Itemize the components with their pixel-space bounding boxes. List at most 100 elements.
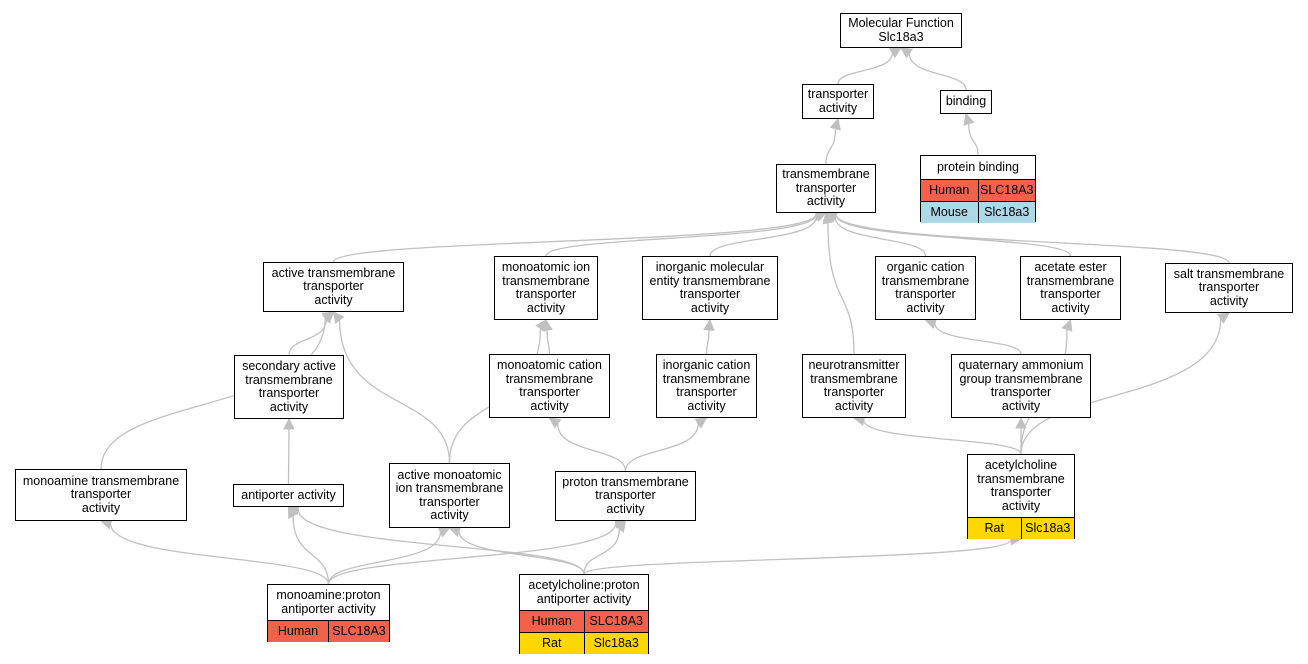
node-transporter_activity[interactable]: transporter activity	[802, 84, 874, 119]
node-protein_binding[interactable]: protein binding Human SLC18A3 Mouse Slc1…	[920, 155, 1036, 223]
node-active_transmembrane[interactable]: active transmembrane transporter activit…	[263, 262, 404, 312]
edge-transmembrane_transporter-to-transporter_activity	[825, 128, 837, 165]
node-label: organic cation transmembrane transporter…	[881, 260, 970, 315]
edge-monoamine_proton-to-monoamine_transmembrane	[109, 523, 330, 585]
species-cell: Human	[520, 611, 584, 632]
node-label: monoatomic ion transmembrane transporter…	[501, 260, 591, 315]
node-antiporter[interactable]: antiporter activity	[233, 484, 344, 507]
edge-arrowhead	[900, 47, 913, 59]
edge-monoamine_proton-to-antiporter	[292, 515, 330, 585]
node-label: proton transmembrane transporter activit…	[562, 474, 689, 516]
node-secondary_active[interactable]: secondary active transmembrane transport…	[234, 355, 344, 419]
edge-secondary_active-to-active_transmembrane	[288, 318, 327, 356]
edge-arrowhead	[283, 417, 295, 430]
node-monoatomic_ion[interactable]: monoatomic ion transmembrane transporter…	[494, 256, 598, 320]
node-label: secondary active transmembrane transport…	[242, 359, 336, 414]
edge-active_transmembrane-to-transmembrane_transporter	[332, 213, 817, 263]
node-label: antiporter activity	[241, 487, 336, 502]
edge-acetylcholine_proton-to-proton_transmembrane	[583, 528, 620, 575]
edge-acetate_ester-to-transmembrane_transporter	[835, 214, 1072, 257]
node-acetylcholine_transmembrane[interactable]: acetylcholine transmembrane transporter …	[967, 454, 1075, 539]
edge-monoamine_proton-to-active_monoatomic_ion	[327, 532, 442, 585]
edge-arrowhead	[548, 417, 562, 429]
edge-transporter_activity-to-mf_root	[837, 52, 893, 85]
edge-acetylcholine_proton-to-active_monoatomic_ion	[458, 531, 585, 575]
node-active_monoatomic_ion[interactable]: active monoatomic ion transmembrane tran…	[389, 463, 510, 528]
species-cell: Human	[921, 180, 978, 201]
edge-arrowhead	[1015, 416, 1027, 429]
node-acetate_ester[interactable]: acetate ester transmembrane transporter …	[1020, 256, 1121, 320]
edge-quaternary_ammonium-to-organic_cation	[934, 323, 1022, 355]
edge-acetylcholine_transmembrane-to-salt_transmembrane	[1020, 318, 1222, 455]
node-acetylcholine_proton[interactable]: acetylcholine:proton antiporter activity…	[519, 574, 649, 654]
gene-row-rat: Rat Slc18a3	[520, 633, 648, 654]
node-label: acetate ester transmembrane transporter …	[1026, 260, 1115, 315]
node-label: active transmembrane transporter activit…	[271, 265, 396, 307]
node-label: transporter activity	[807, 87, 869, 115]
edge-arrowhead	[332, 311, 345, 324]
edge-monoatomic_ion-to-transmembrane_transporter	[545, 214, 817, 257]
node-monoatomic_cation[interactable]: monoatomic cation transmembrane transpor…	[489, 354, 610, 418]
node-title: monoamine:proton antiporter activity	[268, 585, 389, 621]
node-mf_root[interactable]: Molecular Function Slc18a3	[840, 13, 962, 48]
gene-row-human: Human SLC18A3	[921, 180, 1035, 202]
node-neurotransmitter[interactable]: neurotransmitter transmembrane transport…	[802, 354, 906, 418]
edge-salt_transmembrane-to-transmembrane_transporter	[835, 213, 1230, 264]
node-label: Molecular Function Slc18a3	[848, 16, 954, 44]
node-label: binding	[945, 94, 987, 109]
edge-arrowhead	[829, 117, 841, 131]
edge-organic_cation-to-transmembrane_transporter	[834, 216, 927, 257]
node-salt_transmembrane[interactable]: salt transmembrane transporter activity	[1165, 263, 1293, 313]
gene-row-human: Human SLC18A3	[520, 611, 648, 633]
species-cell: Rat	[968, 518, 1021, 539]
edge-arrowhead	[694, 417, 708, 429]
edge-active_monoatomic_ion-to-active_transmembrane	[338, 319, 451, 464]
node-label: monoatomic cation transmembrane transpor…	[497, 358, 602, 413]
node-quaternary_ammonium[interactable]: quaternary ammonium group transmembrane …	[951, 354, 1091, 418]
edge-proton_transmembrane-to-inorganic_cation	[624, 423, 699, 472]
edge-arrowhead	[963, 112, 975, 126]
edge-arrowhead	[703, 318, 715, 332]
gene-cell: SLC18A3	[328, 621, 389, 642]
node-label: inorganic cation transmembrane transport…	[662, 358, 751, 413]
node-label: inorganic molecular entity transmembrane…	[649, 260, 771, 315]
node-organic_cation[interactable]: organic cation transmembrane transporter…	[875, 256, 976, 320]
gene-row-mouse: Mouse Slc18a3	[921, 202, 1035, 223]
gene-cell: Slc18a3	[977, 202, 1035, 223]
species-cell: Mouse	[921, 202, 978, 223]
node-title: acetylcholine transmembrane transporter …	[968, 455, 1074, 518]
node-label: monoamine transmembrane transporter acti…	[22, 473, 180, 515]
gene-row-human: Human SLC18A3	[268, 621, 389, 642]
node-label: quaternary ammonium group transmembrane …	[958, 358, 1084, 413]
edge-monoamine_transmembrane-to-active_transmembrane	[100, 317, 326, 470]
node-inorganic_molecular[interactable]: inorganic molecular entity transmembrane…	[642, 256, 778, 320]
edge-acetylcholine_transmembrane-to-neurotransmitter	[863, 419, 1022, 455]
edge-monoamine_proton-to-proton_transmembrane	[327, 522, 617, 585]
species-cell: Human	[268, 621, 328, 642]
node-label: active monoatomic ion transmembrane tran…	[395, 467, 504, 522]
node-inorganic_cation[interactable]: inorganic cation transmembrane transport…	[656, 354, 757, 418]
edge-binding-to-mf_root	[908, 53, 967, 91]
edge-arrowhead	[1217, 312, 1230, 324]
node-binding[interactable]: binding	[940, 90, 992, 114]
edge-inorganic_cation-to-inorganic_molecular	[705, 329, 710, 355]
node-title: acetylcholine:proton antiporter activity	[520, 575, 648, 611]
node-monoamine_proton[interactable]: monoamine:proton antiporter activity Hum…	[267, 584, 390, 642]
edge-inorganic_molecular-to-transmembrane_transporter	[709, 216, 818, 257]
gene-cell: SLC18A3	[583, 611, 648, 632]
species-cell: Rat	[520, 633, 584, 654]
node-proton_transmembrane[interactable]: proton transmembrane transporter activit…	[555, 471, 696, 521]
gene-row-rat: Rat Slc18a3	[968, 518, 1074, 539]
gene-cell: Slc18a3	[1020, 518, 1074, 539]
node-monoamine_transmembrane[interactable]: monoamine transmembrane transporter acti…	[15, 469, 187, 521]
gene-cell: Slc18a3	[583, 633, 648, 654]
node-title: protein binding	[921, 156, 1035, 180]
edge-acetylcholine_proton-to-acetylcholine_transmembrane	[583, 539, 1012, 575]
node-label: neurotransmitter transmembrane transport…	[808, 358, 900, 413]
node-transmembrane_transporter[interactable]: transmembrane transporter activity	[776, 164, 876, 213]
edge-proton_transmembrane-to-monoatomic_cation	[557, 423, 627, 472]
edge-neurotransmitter-to-transmembrane_transporter	[827, 222, 855, 355]
gene-cell: SLC18A3	[977, 180, 1035, 201]
node-label: transmembrane transporter activity	[782, 167, 870, 209]
